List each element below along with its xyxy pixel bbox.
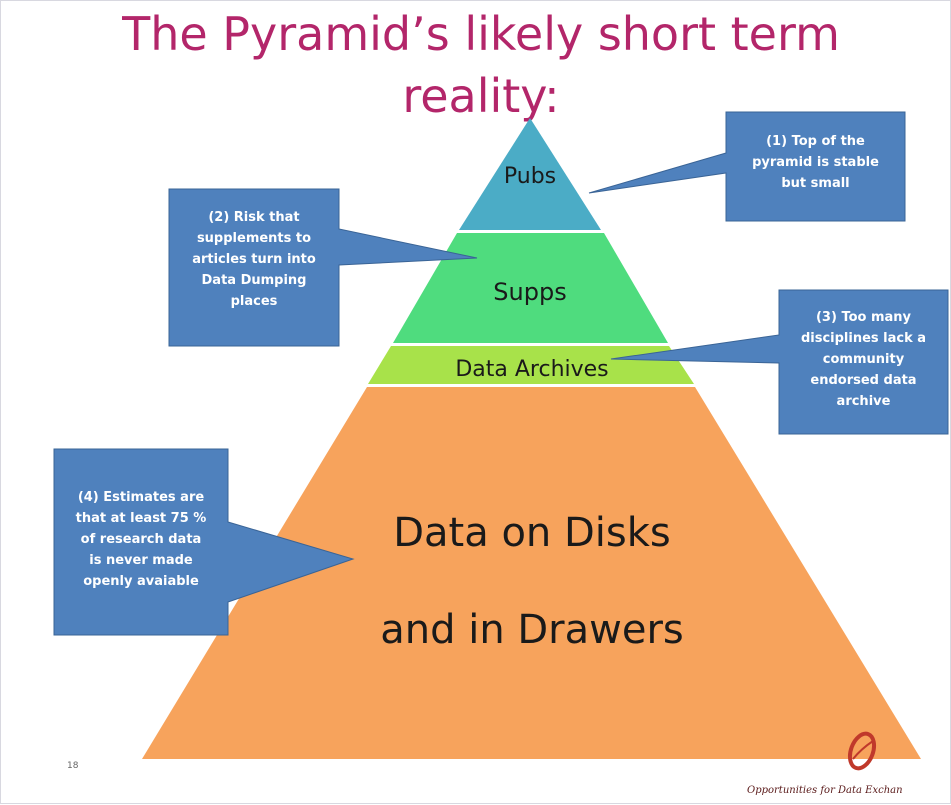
callout-2-line: articles turn into	[192, 252, 316, 267]
organization-name: Opportunities for Data Exchan	[747, 785, 903, 796]
callout-4-line: of research data	[80, 532, 202, 547]
callout-2-line: Data Dumping	[201, 273, 307, 288]
callout-2-line: supplements to	[196, 231, 312, 246]
label-pubs: Pubs	[504, 164, 556, 189]
callout-3-line: (3) Too many	[815, 310, 912, 325]
label-archives: Data Archives	[455, 357, 608, 382]
callout-2-line: (2) Risk that	[208, 210, 300, 225]
callout-2-line: places	[230, 294, 278, 309]
callout-4-line: (4) Estimates are	[77, 490, 205, 505]
callout-3-line: endorsed data	[810, 373, 917, 388]
callout-1-line: (1) Top of the	[766, 134, 865, 149]
title-line-2: reality:	[402, 69, 560, 123]
layer-archives	[368, 346, 694, 384]
callout-4-text: (4) Estimates are that at least 75 % of …	[54, 487, 228, 592]
callout-2-text: (2) Risk that supplements to articles tu…	[169, 207, 339, 312]
callout-1-line: but small	[781, 176, 850, 191]
callout-3-line: disciplines lack a	[800, 331, 927, 346]
callout-1-text: (1) Top of the pyramid is stable but sma…	[726, 131, 905, 194]
callout-1-shape	[588, 111, 906, 222]
callout-3-shape	[610, 289, 949, 435]
callout-3-line: archive	[836, 394, 891, 409]
callout-3-line: community	[822, 352, 905, 367]
callout-4-line: is never made	[89, 553, 193, 568]
callout-4-line: openly avaiable	[83, 574, 199, 589]
title-line-1: The Pyramid’s likely short term	[122, 7, 840, 61]
label-disks-line-1: Data on Disks	[393, 510, 671, 556]
callout-4-line: that at least 75 %	[75, 511, 207, 526]
label-disks-line-2: and in Drawers	[380, 607, 684, 653]
layer-pubs	[459, 118, 601, 230]
layer-supps	[393, 233, 668, 343]
layer-disks	[142, 387, 921, 759]
callout-1-line: pyramid is stable	[752, 155, 879, 170]
callout-2-shape	[168, 188, 478, 347]
ode-logo-icon	[847, 731, 877, 771]
callout-3-text: (3) Too many disciplines lack a communit…	[779, 307, 948, 412]
callout-4-shape	[53, 448, 355, 636]
slide-title: The Pyramid’s likely short term reality:	[41, 3, 921, 127]
label-supps: Supps	[493, 278, 566, 306]
page-number: 18	[67, 761, 79, 771]
